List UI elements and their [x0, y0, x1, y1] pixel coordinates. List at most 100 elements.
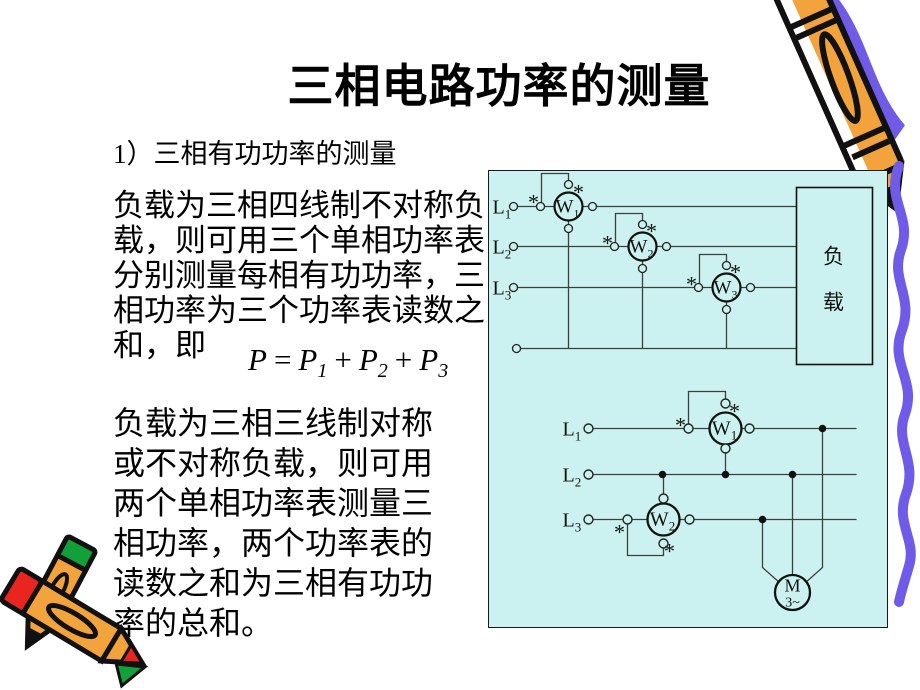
phase-label: L [493, 197, 505, 219]
svg-text:L3: L3 [563, 510, 582, 535]
phase-label: L [563, 510, 575, 532]
paragraph-line: 相功率为三个功率表读数之 [113, 293, 485, 328]
load-label: 负 载 [823, 245, 844, 315]
formula-subscript: 3 [438, 360, 449, 383]
terminals [508, 179, 756, 354]
crayon-red-cap [0, 566, 149, 689]
phase-label-sub: 3 [505, 288, 512, 303]
formula-var: P [248, 342, 267, 377]
junction-dots [658, 424, 827, 524]
svg-text:W2: W2 [630, 237, 654, 261]
paragraph-line: 和，即 P=P1+P2+P3 [113, 328, 485, 382]
phase-label: L [563, 465, 575, 487]
wires [517, 172, 797, 350]
wattmeter-label-sub: 3 [731, 288, 737, 302]
phase-label-sub: 1 [505, 207, 512, 222]
crayon-stripes-bottom [841, 124, 891, 161]
terminals [583, 398, 755, 549]
wattmeter-label-sub: 1 [731, 428, 738, 443]
wattmeter-w3 [711, 272, 742, 303]
star-mark: * [664, 539, 675, 564]
wattmeter-label: W [712, 418, 731, 440]
motor-label: M 3~ [784, 576, 800, 611]
phase-label-sub: 1 [575, 429, 582, 444]
phase-label: L [493, 278, 505, 300]
load-char: 负 [823, 245, 844, 269]
star-mark: * [730, 260, 741, 285]
page-title: 三相电路功率的测量 [287, 60, 711, 112]
phase-label: L [563, 419, 575, 441]
svg-text:W1: W1 [712, 418, 737, 443]
plus-sign: + [334, 342, 352, 377]
load-box [795, 186, 874, 366]
power-sum-formula: P=P1+P2+P3 [248, 342, 448, 389]
svg-text:L1: L1 [493, 197, 512, 222]
svg-text:L2: L2 [493, 237, 512, 262]
equals-sign: = [273, 342, 292, 377]
formula-subscript: 2 [377, 360, 388, 383]
wattmeter-label: W [714, 278, 732, 299]
svg-text:L3: L3 [493, 278, 512, 303]
paragraph-line: 读数之和为三相有功功 [113, 565, 434, 601]
polarity-marks: * * * * [614, 399, 740, 564]
crayon-stripes-top [788, 5, 840, 41]
paragraph-text: 和，即 [113, 328, 206, 363]
phase-label-sub: 3 [575, 520, 582, 535]
wattmeter-label: W [650, 509, 669, 531]
wattmeter-w1 [553, 191, 584, 222]
paragraph-line: 两个单相功率表测量三 [113, 485, 434, 521]
formula-var: P [298, 342, 318, 377]
crayon-shadow [827, 0, 905, 145]
motor [773, 573, 812, 612]
svg-text:W2: W2 [650, 509, 675, 534]
formula-var: P [358, 342, 378, 377]
paragraph-three-wire: 负载为三相三线制对称 或不对称负载，则可用 两个单相功率表测量三 相功率，两个功… [113, 403, 433, 643]
wattmeter-w2 [627, 231, 658, 262]
star-mark: * [686, 272, 697, 297]
crayon-ellipse [45, 603, 99, 640]
squiggle-line [890, 161, 916, 607]
three-wattmeter-circuit: L1 L2 L3 W1 W2 W3 负 载 * * * * * * [493, 172, 874, 366]
phase-label-sub: 2 [575, 475, 582, 490]
paragraph-line: 负载为三相四线制不对称负 [113, 188, 485, 223]
phase-label: L [493, 237, 505, 259]
wattmeter-labels: W1 W2 [650, 418, 737, 534]
circuit-panel: L1 L2 L3 W1 W2 W3 负 载 * * * * * * [488, 170, 888, 628]
wattmeter-label: W [556, 197, 574, 218]
svg-text:W3: W3 [714, 278, 738, 302]
svg-text:L1: L1 [563, 419, 582, 444]
phase-label-sub: 2 [505, 247, 512, 262]
wires [592, 390, 857, 584]
plus-sign: + [394, 342, 413, 377]
polarity-marks: * * * * * * [528, 180, 741, 297]
svg-text:W1: W1 [556, 197, 580, 221]
star-mark: * [573, 180, 584, 205]
star-mark: * [646, 219, 657, 244]
wattmeter-label-sub: 1 [573, 207, 579, 221]
paragraph-line: 分别测量每相有功功率，三 [113, 258, 485, 293]
star-mark: * [602, 231, 613, 256]
squiggle-path [890, 161, 916, 607]
paragraph-line: 相功率，两个功率表的 [113, 525, 434, 561]
load-char: 载 [823, 291, 844, 315]
star-mark: * [614, 520, 625, 545]
star-mark: * [675, 413, 686, 438]
paragraph-line: 或不对称负载，则可用 [113, 445, 434, 481]
paragraph-line: 负载为三相三线制对称 [113, 405, 434, 441]
crayons-icon [0, 534, 149, 689]
two-wattmeter-circuit: L1 L2 L3 W1 W2 M 3~ * * * * [563, 390, 857, 612]
wattmeter-label-sub: 2 [647, 247, 653, 261]
formula-subscript: 1 [317, 360, 328, 383]
paragraph-line: 载，则可用三个单相功率表 [113, 223, 485, 258]
paragraph-four-wire: 负载为三相四线制不对称负 载，则可用三个单相功率表 分别测量每相有功功率，三 相… [113, 188, 485, 382]
crayon-green-flick [114, 662, 149, 689]
paragraph-line: 率的总和。 [113, 605, 274, 641]
phase-labels: L1 L2 L3 [563, 419, 582, 535]
crayon-ellipse [819, 31, 861, 124]
wattmeter-label: W [630, 237, 648, 258]
wattmeter-circles [553, 191, 742, 303]
formula-var: P [419, 342, 439, 377]
motor-label-m: M [784, 576, 800, 596]
section-heading: 1）三相有功功率的测量 [113, 139, 397, 169]
